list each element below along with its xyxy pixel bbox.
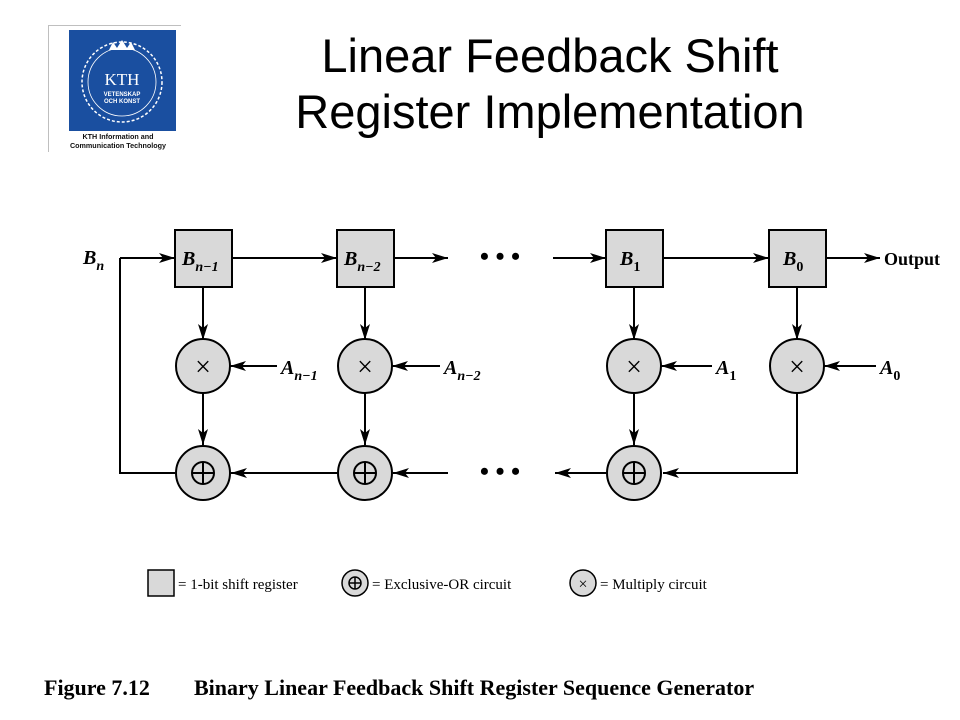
coefficient-label-3: A1: [714, 357, 736, 384]
logo-text: KTH: [105, 70, 140, 89]
multiply-icon: ×: [357, 352, 373, 383]
register-label: B: [181, 248, 195, 270]
register-label: B: [619, 248, 633, 270]
multiply-circuit-3: ×: [606, 338, 662, 394]
slide-title-line1: Linear Feedback Shift: [321, 29, 779, 82]
slide-title: Linear Feedback Shift Register Implement…: [220, 28, 880, 140]
legend-register-label: = 1-bit shift register: [178, 577, 298, 593]
logo-sub2: OCH KONST: [104, 99, 140, 105]
ellipsis-bottom: • • •: [480, 457, 520, 486]
xor-circuit-1: [175, 445, 231, 501]
legend-multiply-label: = Multiply circuit: [600, 577, 708, 593]
feedback-wire: [119, 258, 175, 474]
logo-caption-line1: KTH Information and: [82, 132, 154, 141]
slide-title-line2: Register Implementation: [295, 85, 805, 138]
figure-caption: Figure 7.12 Binary Linear Feedback Shift …: [44, 675, 754, 701]
multiply-circuit-4: ×: [769, 338, 825, 394]
svg-text:Bn−1: Bn−1: [181, 248, 219, 275]
shift-register-3: B1: [605, 229, 664, 288]
register-subscript: 1: [633, 260, 640, 275]
shift-register-2: Bn−2: [336, 229, 395, 288]
shift-register-4: B0: [768, 229, 827, 288]
register-subscript: n−1: [195, 260, 218, 275]
multiply-icon: ×: [626, 352, 642, 383]
coefficient-label-1: An−1: [279, 357, 318, 384]
output-label: Output: [884, 249, 940, 269]
multiply-circuit-1: ×: [175, 338, 231, 394]
shift-register-1: Bn−1: [174, 229, 233, 288]
coefficient-label-4: A0: [878, 357, 900, 384]
multiply-icon: ×: [195, 352, 211, 383]
figure-number: Figure 7.12: [44, 675, 150, 700]
svg-text:Bn−2: Bn−2: [343, 248, 381, 275]
figure-caption-text: Binary Linear Feedback Shift Register Se…: [194, 675, 755, 700]
input-label: Bn: [82, 247, 104, 274]
register-subscript: 0: [796, 260, 803, 275]
wire-m0-xor: [663, 393, 798, 478]
legend-multiply-swatch: [569, 569, 597, 597]
svg-text:B0: B0: [782, 248, 803, 275]
kth-crest: KTH VETENSKAP OCH KONST: [69, 30, 176, 131]
legend: = 1-bit shift register = Exclusive-OR ci…: [147, 569, 708, 597]
svg-text:B1: B1: [619, 248, 640, 275]
logo-caption-line2: Communication Technology: [69, 140, 167, 150]
xor-circuit-3: [606, 445, 662, 501]
register-label: B: [343, 248, 357, 270]
legend-register-swatch: [147, 569, 175, 597]
multiply-icon: ×: [789, 352, 805, 383]
xor-circuit-2: [337, 445, 393, 501]
legend-xor-label: = Exclusive-OR circuit: [372, 577, 512, 593]
logo-caption: KTH Information and Communication Techno…: [55, 132, 181, 150]
register-subscript: n−2: [357, 260, 380, 275]
register-label: B: [782, 248, 796, 270]
wires: [119, 253, 880, 478]
coefficient-label-2: An−2: [442, 357, 481, 384]
kth-logo: KTH VETENSKAP OCH KONST KTH Information …: [48, 25, 181, 152]
legend-multiply-icon: ×: [578, 576, 587, 593]
multiply-circuit-2: ×: [337, 338, 393, 394]
logo-sub1: VETENSKAP: [104, 92, 141, 98]
ellipsis-top: • • •: [480, 242, 520, 271]
